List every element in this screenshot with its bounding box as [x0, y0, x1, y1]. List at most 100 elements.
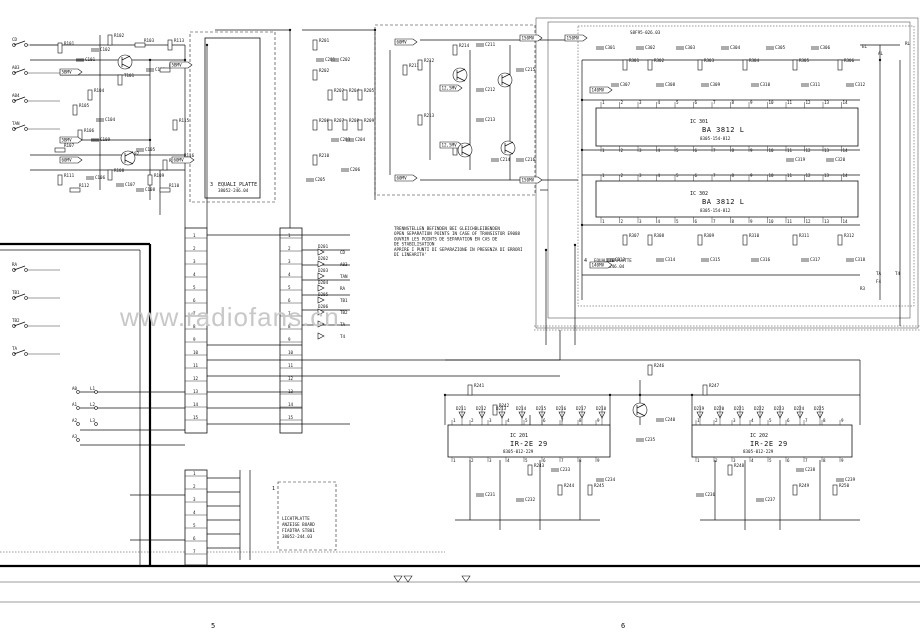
resistor: R241 — [467, 383, 485, 396]
ic-pin-number: 8 — [732, 148, 735, 153]
ic-pin-number: 2 — [715, 418, 718, 423]
diode-row: T4 — [317, 332, 346, 340]
led: D218 — [596, 405, 607, 425]
voltage-tag-shape — [394, 38, 418, 46]
resistor-label: R116 — [184, 153, 195, 158]
voltage-tag-label: 5BMV — [172, 63, 183, 68]
capacitor: C101 — [76, 57, 96, 62]
outside-label: AL — [878, 51, 884, 56]
resistor-label: R211 — [409, 63, 420, 68]
connector-pin-number: 10 — [193, 350, 199, 355]
transistor-body — [117, 54, 133, 70]
ic-pin-number: 5 — [769, 418, 772, 423]
led: D212 — [476, 405, 487, 425]
outside-label: EL — [862, 44, 868, 49]
transistor-symbol — [117, 54, 133, 70]
connector-pin-number: 14 — [193, 402, 199, 407]
resistor: R204 — [342, 88, 360, 101]
resistor-body — [107, 169, 113, 181]
capacitor: C317 — [801, 257, 821, 262]
switch-terminal — [24, 352, 28, 356]
resistor-label: R304 — [749, 58, 760, 63]
voltage-tag-shape — [589, 261, 613, 269]
led: D216 — [556, 405, 567, 425]
voltage-tag: 60MV — [394, 38, 418, 46]
capacitor: C104 — [96, 117, 116, 122]
transistor-emitter — [124, 159, 134, 165]
resistor-label: R208 — [349, 118, 360, 123]
resistor-label: R201 — [319, 38, 330, 43]
resistor-label: R204 — [349, 88, 360, 93]
connector-pin-number: 13 — [288, 389, 294, 394]
led-label: D225 — [814, 406, 825, 411]
ic-pin-number: 10 — [769, 219, 775, 224]
diode-row: TAN — [317, 272, 348, 280]
resistor-body — [357, 119, 363, 131]
resistor-label: R214 — [459, 43, 470, 48]
ic-202-block: IC 202 IR-2E 29 8305-012-229 — [691, 424, 853, 458]
ic-pin-number: 8 — [579, 418, 582, 423]
capacitor: C305 — [766, 45, 786, 50]
connector-pin-number: 3 — [193, 259, 196, 264]
resistor-body — [837, 59, 843, 71]
ic-pin-number: 4 — [507, 418, 510, 423]
capacitor: C315 — [701, 257, 721, 262]
ic-pin-number: 7 — [805, 458, 808, 463]
resistor-label: R212 — [424, 58, 435, 63]
ic-pin-number: 9 — [841, 458, 844, 463]
transistor-emitter — [461, 151, 471, 157]
ic-pin-number: 4 — [658, 100, 661, 105]
resistor: R111 — [57, 173, 75, 186]
switch-blade — [13, 96, 26, 102]
capacitor-label: C109 — [100, 137, 111, 142]
transistor-body — [452, 67, 468, 83]
resistor-body — [832, 484, 838, 496]
switch-label: CD — [12, 37, 18, 42]
connector-pin-number: 1 — [288, 233, 291, 238]
switch-terminal — [24, 127, 28, 131]
ic-pin-number: 4 — [658, 219, 661, 224]
resistor-body — [792, 484, 798, 496]
connector-pin-number: 11 — [193, 363, 199, 368]
capacitor: C231 — [476, 492, 496, 497]
resistor-body — [357, 89, 363, 101]
capacitor-label: C308 — [665, 82, 676, 87]
ic-pin-number: 1 — [602, 100, 605, 105]
transistor-collector — [461, 143, 471, 149]
voltage-tag: 12,5MV — [439, 84, 463, 92]
transistor-body — [457, 142, 473, 158]
ic-pin-number: 6 — [695, 148, 698, 153]
capacitor-label: C320 — [835, 157, 846, 162]
voltage-tag-label: 60MV — [174, 158, 185, 163]
transistor-emitter — [121, 63, 131, 69]
ic-pin-number: 6 — [695, 100, 698, 105]
board-right-index: 4 — [584, 258, 587, 264]
ic-pin-number: 2 — [621, 100, 624, 105]
voltage-tag-shape — [59, 136, 83, 144]
diode-ref: D205 — [318, 292, 329, 297]
voltage-tag: 5BMV — [59, 136, 83, 144]
resistor-label: R309 — [704, 233, 715, 238]
junction-dot — [148, 138, 152, 142]
board-left-index: 3 — [210, 182, 213, 188]
resistor: R101 — [57, 41, 75, 54]
ic-pin-number: 14 — [843, 100, 849, 105]
display-board-index: 1 — [272, 486, 275, 492]
switch-label: A3 — [72, 434, 78, 439]
voltage-tag-label: 5BMV — [62, 70, 73, 75]
resistor: R210 — [312, 153, 330, 166]
capacitor: C235 — [636, 437, 656, 442]
resistor: R115 — [172, 118, 190, 131]
switch-label: A04 — [12, 93, 20, 98]
resistor-label: R245 — [594, 483, 605, 488]
led: D221 — [734, 405, 745, 425]
resistor-label: R203 — [334, 88, 345, 93]
resistor: R104 — [87, 88, 105, 101]
diode-row: TA — [317, 320, 346, 328]
diode-symbol — [317, 272, 325, 280]
resistor-body — [54, 147, 66, 153]
diode-symbol — [317, 284, 325, 292]
capacitor-label: C232 — [525, 497, 536, 502]
capacitor: C237 — [756, 497, 776, 502]
